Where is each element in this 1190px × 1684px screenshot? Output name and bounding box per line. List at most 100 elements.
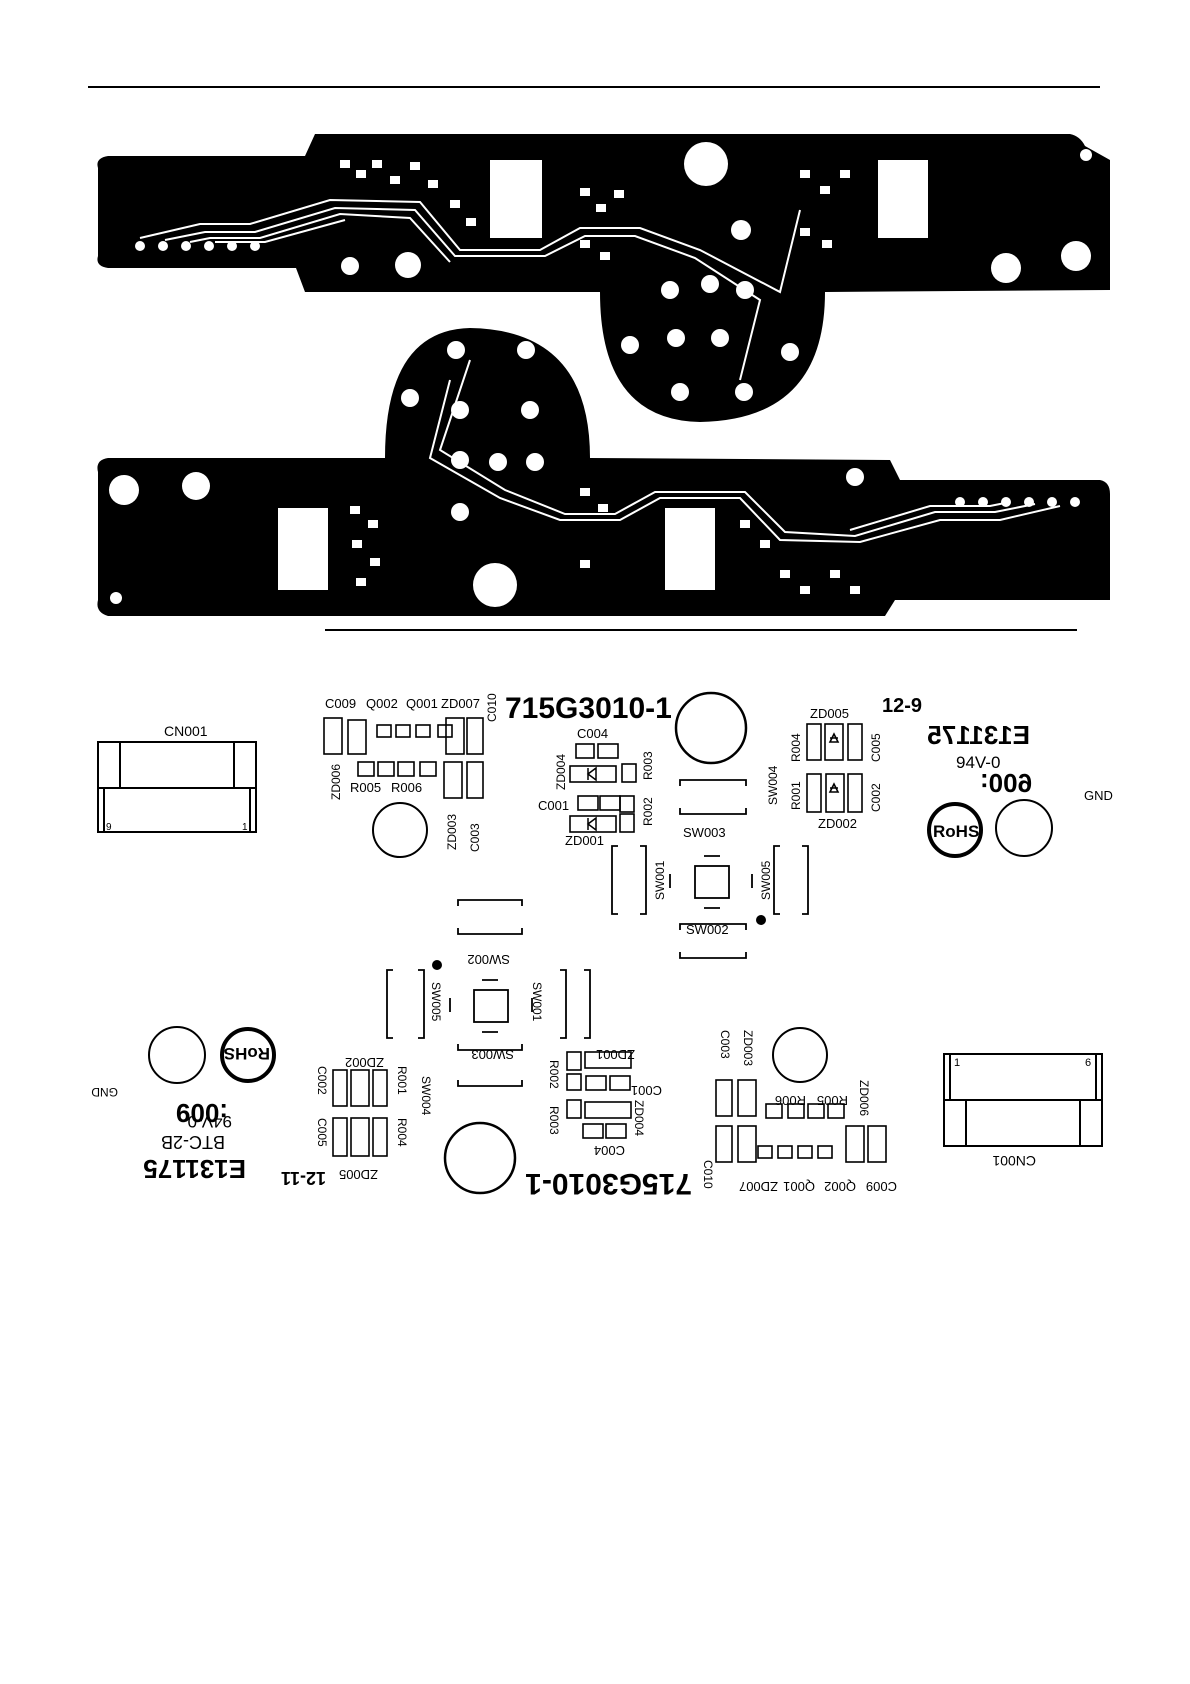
label-r002: R002 (641, 797, 655, 826)
pcb-code-b: E131175 (143, 1154, 246, 1184)
label-zd003-b: ZD003 (741, 1030, 755, 1066)
connector-pin-last-b: 6 (1085, 1057, 1091, 1069)
label-c001-b: C001 (631, 1083, 662, 1098)
label-sw003-b: SW003 (471, 1047, 514, 1062)
switch-block-bottom (386, 899, 591, 1087)
label-r003-b: R003 (547, 1106, 561, 1135)
upper-mount-hole (684, 142, 728, 186)
label-c003-b: C003 (718, 1030, 732, 1059)
label-zd006: ZD006 (329, 764, 343, 800)
material-b: BTC-2B (161, 1132, 225, 1152)
upper-hole (991, 253, 1021, 283)
label-r001: R001 (789, 781, 803, 810)
label-zd007: ZD007 (441, 696, 480, 711)
lower-cutout-right (665, 508, 715, 590)
label-c010-b: C010 (701, 1160, 715, 1189)
lower-hole (110, 592, 122, 604)
footprints-right-cluster (806, 723, 863, 813)
switch-pin1-dot (432, 960, 442, 970)
rohs-logo-ring (927, 802, 983, 858)
label-r004: R004 (789, 733, 803, 762)
label-c009: C009 (325, 696, 356, 711)
label-c005: C005 (869, 733, 883, 762)
lower-hole (182, 472, 210, 500)
label-q002-b: Q002 (824, 1179, 856, 1194)
footprint-diode-marks (586, 766, 597, 832)
connector-cn001-bottom (943, 1053, 1103, 1147)
mount-hole-outline (674, 691, 748, 765)
footprints-bottom-left (332, 1069, 388, 1157)
copper-layer-artwork (97, 134, 1110, 616)
label-zd004-b: ZD004 (632, 1100, 646, 1136)
connector-pin-first-b: 1 (954, 1057, 960, 1069)
upper-hole (341, 257, 359, 275)
label-c004-b: C004 (594, 1143, 625, 1158)
lower-mount-hole (473, 563, 517, 607)
pcb-code-mirrored: E131175 (927, 720, 1030, 750)
lower-hole (846, 468, 864, 486)
label-c009-b: C009 (866, 1179, 897, 1194)
mount-hole-outline-b (443, 1121, 517, 1195)
label-zd002: ZD002 (818, 816, 857, 831)
top-rule (88, 86, 1100, 88)
connector-label-b: CN001 (992, 1153, 1036, 1169)
label-zd003: ZD003 (445, 814, 459, 850)
switch-pin1-dot (756, 915, 766, 925)
footprints-bottom-middle (566, 1051, 632, 1139)
label-zd005-b: ZD005 (339, 1167, 378, 1182)
footprints-left-cluster (323, 717, 484, 799)
label-zd006-b: ZD006 (857, 1080, 871, 1116)
label-c005-b: C005 (315, 1118, 329, 1147)
connector-pin-first: 9 (106, 822, 112, 833)
label-c002-b: C002 (315, 1066, 329, 1095)
upper-cutout-left (490, 160, 542, 238)
rohs-logo-b: RoHS (224, 1044, 270, 1063)
lower-cutout-left (278, 508, 328, 590)
label-sw005-b: SW005 (429, 982, 443, 1022)
label-zd005: ZD005 (810, 706, 849, 721)
label-r006: R006 (391, 780, 422, 795)
label-r006-b: R006 (775, 1093, 806, 1108)
label-sw004: SW004 (766, 765, 780, 805)
label-sw001-b: SW001 (530, 982, 544, 1022)
label-r003: R003 (641, 751, 655, 780)
hole-outline (772, 1027, 828, 1083)
label-sw002-b: SW002 (467, 952, 510, 967)
label-zd001-b: ZD001 (596, 1047, 635, 1062)
label-r004-b: R004 (395, 1118, 409, 1147)
rohs-logo-ring-b (220, 1027, 276, 1083)
switch-block-top (611, 779, 809, 959)
upper-hole (731, 220, 751, 240)
label-c004: C004 (577, 726, 608, 741)
label-r002-b: R002 (547, 1060, 561, 1089)
hole-outline (372, 802, 428, 858)
label-sw003: SW003 (683, 825, 726, 840)
label-c002: C002 (869, 783, 883, 812)
lot-code-mirrored: :009 (980, 768, 1032, 798)
connector-cn001-top (97, 741, 257, 833)
gnd-label-top: GND (1084, 788, 1113, 803)
label-c003: C003 (468, 823, 482, 852)
label-q001-b: Q001 (783, 1179, 815, 1194)
label-sw002: SW002 (686, 922, 729, 937)
label-zd004: ZD004 (554, 754, 568, 790)
label-zd007-b: ZD007 (739, 1179, 778, 1194)
label-sw005: SW005 (759, 860, 773, 900)
footprints-bottom-right (715, 1079, 887, 1163)
hole-outline (995, 799, 1053, 857)
label-c010: C010 (485, 693, 499, 722)
hole-outline (148, 1026, 206, 1084)
flammability-top: 94V-0 (956, 753, 1000, 772)
footprints-middle-cluster (569, 743, 637, 833)
label-zd002-b: ZD002 (345, 1055, 384, 1070)
middle-rule (325, 629, 1077, 631)
upper-hole (1080, 149, 1092, 161)
board-part-number-b: 715G3010-1 (525, 1167, 692, 1200)
lower-hole (109, 475, 139, 505)
upper-cutout-right (878, 160, 928, 238)
date-code-bottom: 12-11 (281, 1168, 326, 1188)
connector-label: CN001 (164, 723, 208, 739)
label-sw004-b: SW004 (419, 1076, 433, 1116)
board-part-number: 715G3010-1 (505, 692, 672, 725)
rohs-logo: RoHS (933, 822, 979, 841)
